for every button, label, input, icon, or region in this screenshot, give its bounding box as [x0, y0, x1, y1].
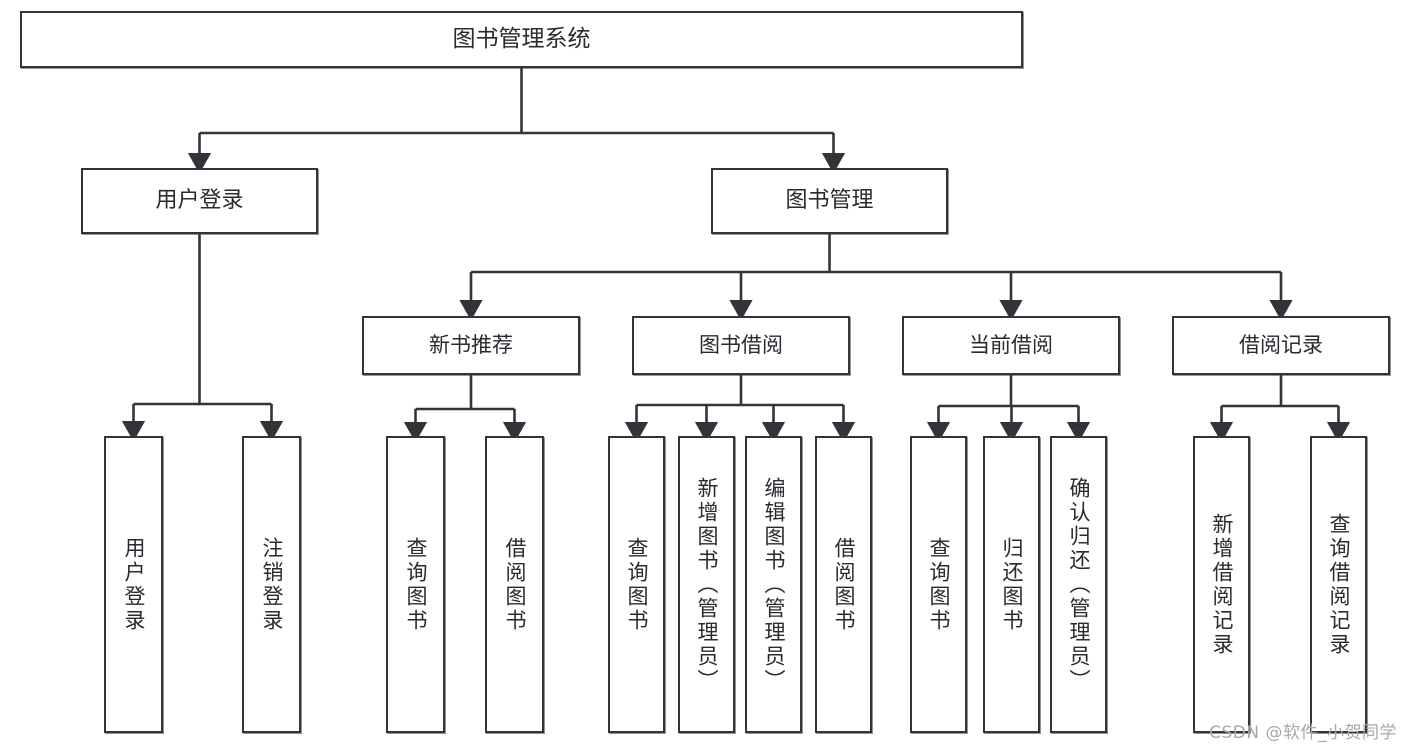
node-leaf-query-book-current[interactable]: 查询图书	[910, 436, 967, 733]
node-label: 注销登录	[260, 536, 284, 633]
node-leaf-query-book-borrow[interactable]: 查询图书	[608, 436, 665, 733]
edge-root-to-level2	[187, 68, 846, 174]
node-label: 图书管理	[785, 187, 874, 213]
node-leaf-user-login[interactable]: 用户登录	[104, 436, 163, 733]
node-label: 新增图书（管理员）	[695, 476, 719, 693]
node-label: 用户登录	[155, 187, 244, 213]
node-current-borrow[interactable]: 当前借阅	[902, 316, 1120, 375]
edge-borrow-to-leaves	[624, 375, 856, 443]
node-label: 图书借阅	[699, 332, 783, 357]
node-leaf-borrow-book[interactable]: 借阅图书	[815, 436, 872, 733]
node-leaf-confirm-return-admin[interactable]: 确认归还（管理员）	[1050, 436, 1107, 733]
edge-records-to-leaves	[1209, 375, 1351, 443]
node-label: 归还图书	[1000, 536, 1024, 633]
node-label: 借阅记录	[1239, 332, 1323, 357]
node-label: 确认归还（管理员）	[1067, 476, 1091, 693]
node-leaf-add-borrow-record[interactable]: 新增借阅记录	[1193, 436, 1250, 733]
node-new-book-recommend[interactable]: 新书推荐	[362, 316, 580, 375]
node-borrow-records[interactable]: 借阅记录	[1172, 316, 1390, 375]
node-leaf-logout[interactable]: 注销登录	[242, 436, 301, 733]
node-label: 编辑图书（管理员）	[762, 476, 786, 693]
node-book-borrow[interactable]: 图书借阅	[632, 316, 850, 375]
node-label: 图书管理系统	[452, 25, 591, 52]
node-label: 借阅图书	[503, 536, 527, 633]
node-label: 当前借阅	[969, 332, 1053, 357]
node-label: 查询图书	[625, 536, 649, 633]
node-label: 新增借阅记录	[1210, 512, 1234, 657]
edge-user-login-to-leaves	[121, 234, 284, 442]
node-label: 查询借阅记录	[1327, 512, 1351, 657]
edge-current-borrow-to-leaves	[926, 375, 1091, 443]
node-leaf-return-book[interactable]: 归还图书	[983, 436, 1040, 733]
edge-new-book-to-leaves	[403, 375, 527, 443]
edge-book-mgmt-to-level3	[459, 234, 1293, 321]
node-label: 查询图书	[927, 536, 951, 633]
node-label: 查询图书	[404, 536, 428, 633]
node-leaf-query-borrow-record[interactable]: 查询借阅记录	[1310, 436, 1367, 733]
node-leaf-query-book-new[interactable]: 查询图书	[386, 436, 445, 733]
node-leaf-add-book-admin[interactable]: 新增图书（管理员）	[678, 436, 735, 733]
node-label: 用户登录	[122, 536, 146, 633]
node-leaf-edit-book-admin[interactable]: 编辑图书（管理员）	[745, 436, 802, 733]
node-leaf-borrow-book-new[interactable]: 借阅图书	[485, 436, 544, 733]
node-label: 借阅图书	[832, 536, 856, 633]
node-user-login[interactable]: 用户登录	[81, 168, 318, 234]
node-root-system[interactable]: 图书管理系统	[20, 11, 1023, 68]
node-label: 新书推荐	[429, 332, 513, 357]
watermark: CSDN @软件_小贺同学	[1209, 723, 1397, 743]
node-book-management[interactable]: 图书管理	[711, 168, 948, 234]
